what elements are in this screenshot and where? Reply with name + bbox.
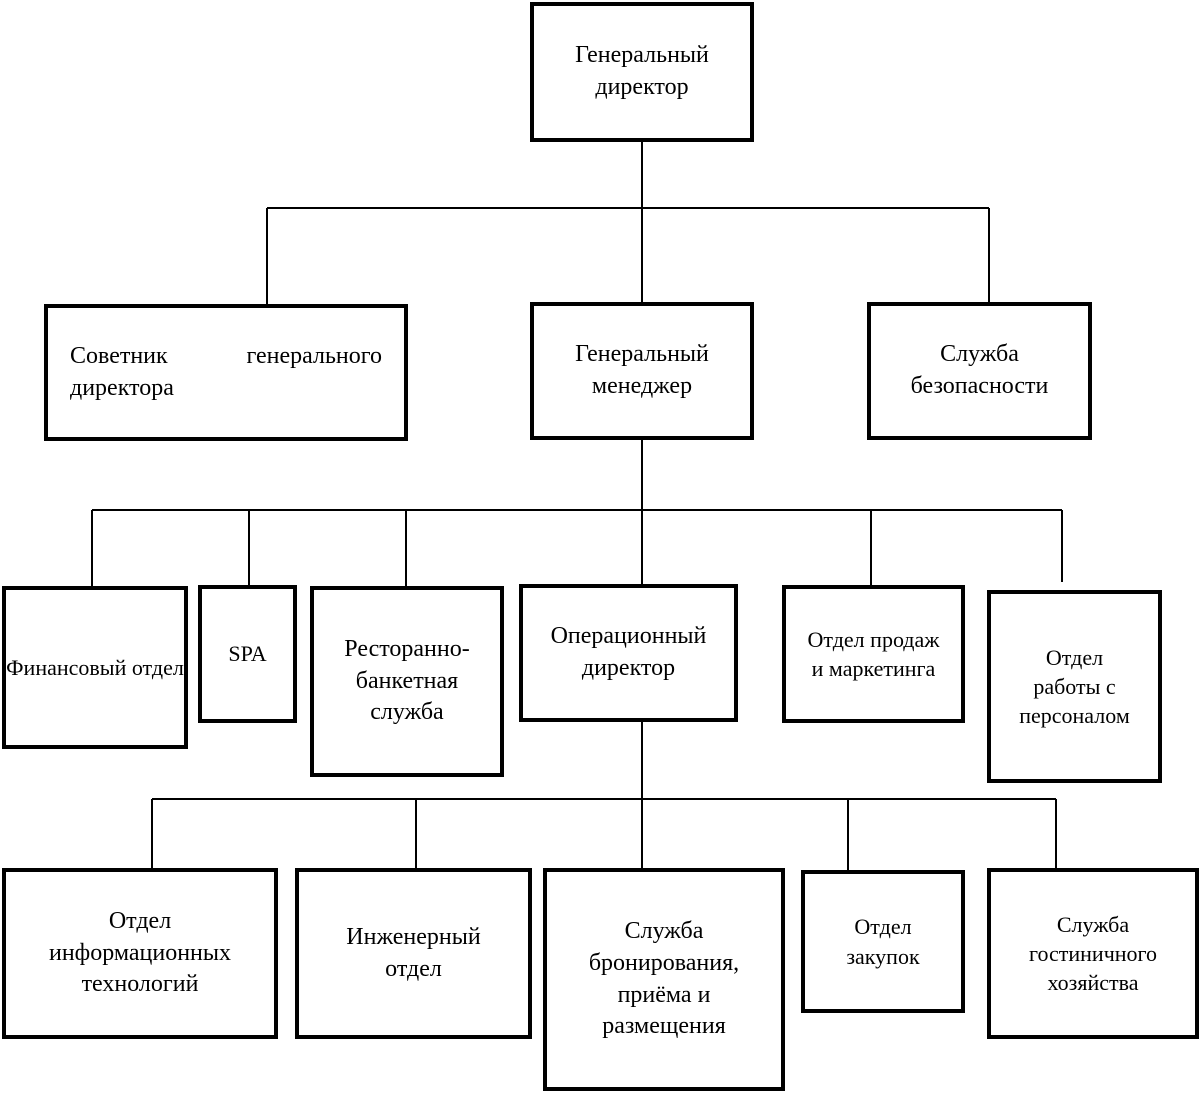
node-general-manager: Генеральный менеджер <box>530 302 754 440</box>
node-purchasing: Отдел закупок <box>801 870 965 1013</box>
node-sales-marketing: Отдел продаж и маркетинга <box>782 585 965 723</box>
node-restaurant: Ресторанно-банкетная служба <box>310 586 504 777</box>
node-label: Отдел закупок <box>846 914 920 969</box>
node-hr: Отдел работы с персоналом <box>987 590 1162 783</box>
node-it: Отдел информационных технологий <box>2 868 278 1039</box>
node-finance: Финансовый отдел <box>2 586 188 749</box>
node-spa: SPA <box>198 585 297 723</box>
node-label: Ресторанно-банкетная служба <box>344 635 470 726</box>
node-label: Отдел информационных технологий <box>48 907 232 998</box>
node-label: Финансовый отдел <box>6 654 184 680</box>
node-label: Инженерный отдел <box>346 923 481 982</box>
node-label: Служба безопасности <box>910 341 1049 399</box>
node-label: Отдел работы с персоналом <box>1019 644 1130 729</box>
node-engineering: Инженерный отдел <box>295 868 532 1039</box>
node-label: Генеральный менеджер <box>575 341 709 399</box>
node-label: Отдел продаж и маркетинга <box>807 626 940 681</box>
node-housekeeping: Служба гостиничного хозяйства <box>987 868 1199 1039</box>
node-label: Генеральный директор <box>575 42 709 100</box>
node-security: Служба безопасности <box>867 302 1092 440</box>
node-operations-director: Операционный директор <box>519 584 738 722</box>
node-label: Служба бронирования, приёма и размещения <box>588 918 740 1040</box>
node-reservations: Служба бронирования, приёма и размещения <box>543 868 785 1091</box>
node-general-director: Генеральный директор <box>530 2 754 142</box>
node-label: Служба гостиничного хозяйства <box>1028 911 1158 996</box>
node-label: Операционный директор <box>550 623 707 681</box>
node-advisor: Советник генерального директора <box>44 304 408 441</box>
node-label: SPA <box>228 641 267 667</box>
node-label: Советник генерального директора <box>70 342 382 401</box>
